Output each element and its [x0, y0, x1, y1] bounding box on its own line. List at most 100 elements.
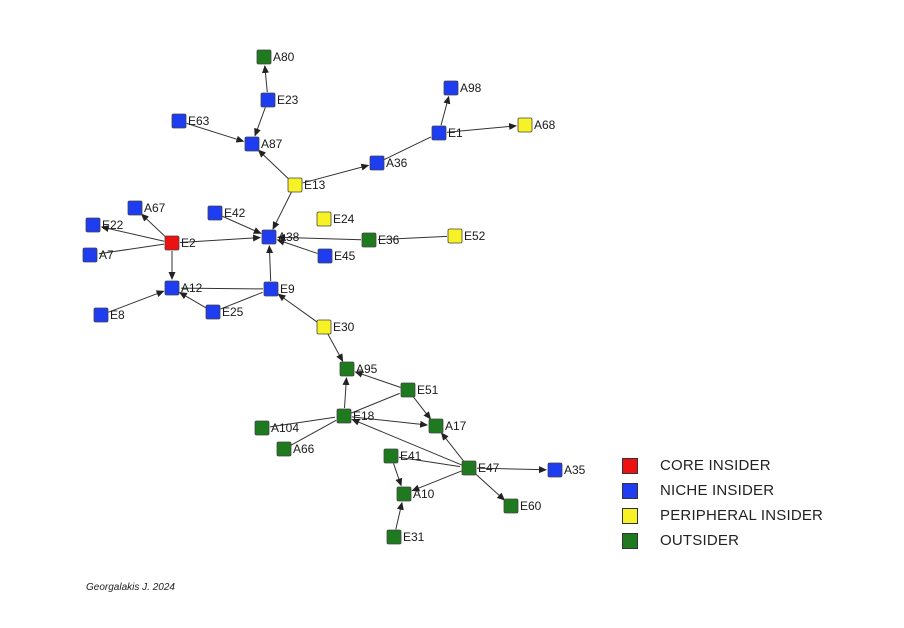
node-label-E8: E8 [110, 308, 125, 322]
node-label-A98: A98 [460, 81, 482, 95]
node-label-E22: E22 [102, 218, 124, 232]
legend-swatch-core [622, 457, 638, 474]
node-marker-E47 [461, 460, 477, 476]
legend-label-core: CORE INSIDER [660, 457, 771, 474]
edge-E25-E9 [220, 291, 263, 310]
node-label-A7: A7 [99, 248, 114, 262]
node-marker-A104 [254, 420, 270, 436]
node-label-E45: E45 [334, 249, 356, 263]
legend-swatch-peripheral [622, 507, 638, 524]
node-E51: E51 [400, 382, 439, 398]
node-label-E23: E23 [277, 93, 299, 107]
node-E22: E22 [85, 217, 124, 233]
node-label-A95: A95 [356, 362, 378, 376]
node-label-A87: A87 [261, 137, 283, 151]
node-marker-A87 [244, 136, 260, 152]
node-A17: A17 [428, 418, 467, 434]
node-marker-A80 [256, 49, 272, 65]
node-E45: E45 [317, 248, 356, 264]
edge-E18-A95 [342, 376, 350, 409]
edge-E51-A95 [354, 370, 401, 388]
node-A80: A80 [256, 49, 295, 65]
node-label-E25: E25 [222, 305, 244, 319]
node-label-E36: E36 [378, 233, 400, 247]
node-label-E47: E47 [478, 461, 500, 475]
edge-E1-A68 [446, 122, 518, 133]
node-A12: A12 [164, 280, 203, 296]
node-marker-E41 [383, 448, 399, 464]
node-marker-A12 [164, 280, 180, 296]
edge-E41-E47 [398, 456, 461, 468]
node-label-A12: A12 [181, 281, 203, 295]
node-E42: E42 [207, 205, 246, 221]
edge-E63-A87 [186, 122, 245, 143]
node-label-E31: E31 [403, 530, 425, 544]
edge-E30-E9 [277, 293, 318, 323]
node-A98: A98 [443, 80, 482, 96]
node-A67: A67 [127, 200, 166, 216]
node-marker-E42 [207, 205, 223, 221]
node-E9: E9 [263, 281, 295, 297]
node-marker-E2 [164, 235, 180, 251]
node-E8: E8 [93, 307, 125, 323]
edge-A66-E18 [290, 419, 337, 446]
node-label-A67: A67 [144, 201, 166, 215]
edge-E51-A17 [412, 396, 432, 420]
node-A87: A87 [244, 136, 283, 152]
node-label-A38: A38 [278, 230, 300, 244]
node-marker-E18 [336, 408, 352, 424]
edges-layer [98, 64, 548, 530]
edge-E47-A10 [411, 470, 462, 492]
edge-E23-A80 [261, 64, 269, 93]
node-marker-E25 [205, 304, 221, 320]
node-label-A80: A80 [273, 50, 295, 64]
node-label-E51: E51 [417, 383, 439, 397]
node-marker-E52 [447, 228, 463, 244]
legend-label-niche: NICHE INSIDER [660, 482, 775, 499]
edge-E25-A12 [178, 292, 207, 309]
node-label-E1: E1 [448, 126, 463, 140]
edge-E42-A38 [222, 215, 262, 234]
legend-item-peripheral: PERIPHERAL INSIDER [622, 503, 823, 528]
edge-A36-E1 [383, 136, 432, 160]
node-label-A104: A104 [271, 421, 299, 435]
node-label-A68: A68 [534, 118, 556, 132]
edge-E13-A38 [272, 191, 292, 230]
edge-E9-A38 [266, 244, 274, 282]
node-marker-E63 [171, 113, 187, 129]
legend: CORE INSIDER NICHE INSIDER PERIPHERAL IN… [622, 453, 823, 553]
node-E23: E23 [260, 92, 299, 108]
edge-E31-A10 [395, 501, 404, 530]
node-E47: E47 [461, 460, 500, 476]
legend-item-outsider: OUTSIDER [622, 528, 823, 553]
node-marker-E45 [317, 248, 333, 264]
node-marker-E1 [431, 125, 447, 141]
edge-E2-A67 [140, 213, 167, 238]
edge-E1-A98 [440, 95, 451, 126]
node-marker-A17 [428, 418, 444, 434]
edge-E41-A10 [393, 463, 403, 487]
node-label-E60: E60 [520, 499, 542, 513]
node-A7: A7 [82, 247, 114, 263]
edge-E23-A87 [254, 107, 266, 137]
node-E25: E25 [205, 304, 244, 320]
edge-E18-A17 [351, 416, 429, 428]
node-A66: A66 [276, 441, 315, 457]
node-marker-E60 [503, 498, 519, 514]
node-marker-A38 [261, 229, 277, 245]
node-label-E52: E52 [464, 229, 486, 243]
node-E30: E30 [316, 319, 355, 335]
node-label-A66: A66 [293, 442, 315, 456]
edge-E2-E22 [100, 225, 165, 242]
node-marker-E23 [260, 92, 276, 108]
node-A36: A36 [369, 155, 408, 171]
legend-label-outsider: OUTSIDER [660, 532, 740, 549]
node-A38: A38 [261, 229, 300, 245]
node-marker-A66 [276, 441, 292, 457]
node-label-E63: E63 [188, 114, 210, 128]
node-marker-E24 [316, 211, 332, 227]
node-label-E13: E13 [304, 178, 326, 192]
legend-item-niche: NICHE INSIDER [622, 478, 823, 503]
